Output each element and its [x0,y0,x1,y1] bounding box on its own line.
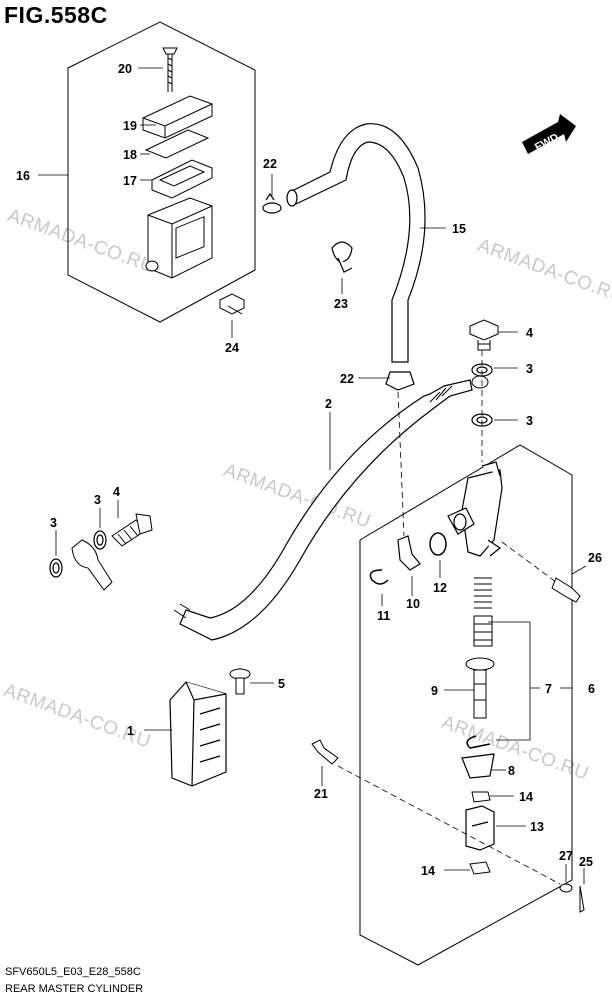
clevis-pin-icon [311,739,339,765]
callout-label: 4 [113,485,120,499]
figure-title: FIG.558C [4,2,108,28]
callout-label: 21 [314,787,328,801]
callout-label: 20 [118,62,132,76]
boot-icon [461,753,495,779]
callout-label: 23 [334,297,348,311]
nut-icon [469,861,491,875]
callout-label: 27 [559,849,573,863]
hose-clamp-icon [385,371,415,391]
clevis-icon [465,805,495,851]
hose-connector-icon [397,535,421,571]
callout-label: 9 [431,684,438,698]
circlip-icon [466,735,491,749]
cotter-pin-icon [579,885,585,913]
callout-label: 19 [123,119,137,133]
callout-label: 24 [225,341,239,355]
callout-label: 8 [508,764,515,778]
reservoir-tank-icon [145,197,213,279]
callout-label: 2 [325,397,332,411]
callout-label: 7 [545,682,552,696]
callout-label: 5 [278,677,285,691]
diaphragm-icon [151,159,213,199]
callout-label: 26 [588,551,602,565]
circlip-icon [369,569,389,585]
reservoir-hose-icon [289,123,426,363]
bolt-icon [551,577,581,603]
diagram-caption: REAR MASTER CYLINDER [5,983,144,995]
callout-label: 11 [377,609,390,623]
banjo-bolt-icon [111,513,153,547]
hose-fitting-icon [71,375,489,619]
master-cylinder-body-icon [447,461,503,557]
clamp-icon [331,241,353,273]
bolt-icon [219,293,245,315]
callout-label: 18 [123,148,137,162]
callout-label: 13 [530,820,544,834]
brake-hose-icon [179,379,473,641]
callout-label: 6 [588,682,595,696]
diaphragm-plate-icon [144,129,210,159]
master-cylinder-group-outline [359,444,573,966]
callout-label: 22 [263,157,277,171]
washer-icon [559,883,573,893]
callout-label: 14 [519,790,533,804]
o-ring-icon [429,532,447,556]
callout-label: 4 [526,326,533,340]
callout-label: 3 [526,362,533,376]
banjo-bolt-icon [469,319,499,351]
fwd-arrow-icon: FWD [522,114,576,154]
master-cylinder-cover-icon [169,681,227,787]
callout-label: 3 [50,516,57,530]
screw-icon [229,668,251,695]
callout-label: 22 [340,372,354,386]
callout-label: 17 [123,174,137,188]
callout-label: 12 [433,581,447,595]
nut-icon [471,791,491,803]
hose-clamp-icon [262,192,282,214]
callout-label: 1 [127,724,134,738]
reservoir-cap-icon [142,95,213,139]
callout-label: 16 [16,169,30,183]
screw-icon [162,47,178,92]
callout-label: 25 [579,855,593,869]
callout-label: 15 [452,222,466,236]
callout-label: 10 [406,597,420,611]
callout-label: 3 [526,414,533,428]
callout-label: 14 [421,864,435,878]
callout-label: 3 [94,493,101,507]
diagram-code: SFV650L5_E03_E28_558C [5,966,141,978]
reservoir-group-outline [67,21,256,323]
piston-assembly-icon [465,577,495,719]
sealing-washer-icon [49,363,493,578]
